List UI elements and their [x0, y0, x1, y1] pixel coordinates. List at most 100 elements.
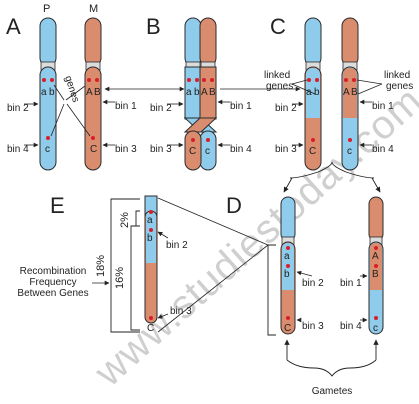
chromosome-maternal-a: [84, 17, 102, 171]
panel-label-d: D: [226, 193, 242, 218]
paternal-label: P: [43, 3, 50, 15]
watermark: www.studiestoday.com: [86, 78, 419, 395]
recombination-label: Between Genes: [17, 288, 88, 299]
gene-label-c: c: [45, 144, 50, 155]
gene-dot: [149, 316, 153, 320]
recombination-label: Frequency: [29, 277, 76, 288]
percentage-label-ab: 2%: [119, 212, 131, 228]
gene-label-A: A: [343, 87, 350, 98]
bin-label: bin 4: [372, 144, 394, 155]
bin-label: bin 4: [230, 144, 252, 155]
gene-label-a: a: [147, 215, 153, 226]
bin-label: bin 2: [302, 278, 324, 289]
gene-label-b: b: [284, 269, 290, 280]
gene-label-C: C: [284, 323, 291, 334]
linked-genes-label: genes: [386, 81, 413, 92]
linked-genes-callout-right: linked genes: [356, 70, 413, 95]
bin-label: bin 3: [115, 144, 137, 155]
gene-dot: [352, 78, 356, 82]
bin-label: bin 4: [7, 144, 29, 155]
recombination-label: Recombination: [20, 266, 87, 277]
bin-label: bin 4: [340, 321, 362, 332]
bin-label: bin 2: [150, 103, 172, 114]
gene-label-C: C: [90, 144, 97, 155]
gene-dot: [210, 78, 214, 82]
gene-label-b: b: [49, 87, 55, 98]
gene-label-C: C: [147, 323, 154, 334]
gene-dot: [46, 136, 50, 140]
linked-genes-label: linked: [264, 70, 290, 81]
genes-callout: genes: [50, 75, 91, 137]
gene-label-b: b: [314, 87, 320, 98]
gene-label-B: B: [372, 269, 379, 280]
gene-dot: [286, 316, 290, 320]
gene-dot: [348, 138, 352, 142]
gene-dot: [286, 246, 290, 250]
chromosome-paternal-a: [39, 17, 57, 171]
gene-dot: [374, 246, 378, 250]
bin-label: bin 2: [166, 240, 188, 251]
gene-dot: [50, 78, 54, 82]
gene-label-a: a: [306, 87, 312, 98]
gene-label-C: C: [309, 146, 316, 157]
gene-dot: [374, 264, 378, 268]
gene-dot: [202, 78, 206, 82]
zoom-line: [157, 197, 269, 246]
chromosome-map-e: [144, 195, 158, 324]
bin-label: bin 3: [150, 144, 172, 155]
gene-label-b: b: [147, 233, 153, 244]
gametes-label: Gametes: [312, 386, 353, 397]
panel-label-e: E: [50, 193, 65, 218]
gene-label-B: B: [351, 87, 358, 98]
gene-dot: [195, 78, 199, 82]
bin-label: bin 2: [7, 103, 29, 114]
zoom-line: [157, 244, 269, 333]
panel-label-b: B: [146, 14, 161, 39]
gene-dot: [95, 78, 99, 82]
gene-dot: [311, 138, 315, 142]
gene-dot: [42, 78, 46, 82]
gene-dot: [344, 78, 348, 82]
linked-genes-callout-left: linked genes: [264, 70, 316, 95]
percentage-label-bc: 16%: [114, 267, 126, 289]
gene-dot: [87, 78, 91, 82]
gene-label-c: c: [373, 323, 378, 334]
gene-dot: [374, 316, 378, 320]
bin-label: bin 1: [340, 278, 362, 289]
bin-label: bin 3: [302, 321, 324, 332]
gene-label-A: A: [372, 251, 379, 262]
bin-label: bin 2: [275, 103, 297, 114]
panel-label-a: A: [6, 14, 21, 39]
gene-dot: [315, 78, 319, 82]
gene-dot: [191, 138, 195, 142]
panel-label-c: C: [270, 14, 286, 39]
bracket-d: [267, 244, 276, 336]
bin-label: bin 3: [170, 306, 192, 317]
linked-genes-label: linked: [384, 70, 410, 81]
gametes-bracket: [284, 339, 379, 377]
gene-label-C: C: [189, 146, 196, 157]
linked-genes-label: genes: [266, 81, 293, 92]
gene-label-a: a: [186, 87, 192, 98]
bin-label: bin 1: [115, 101, 137, 112]
gene-dot: [149, 210, 153, 214]
bin-label: bin 1: [372, 101, 394, 112]
bin-label: bin 3: [275, 144, 297, 155]
bracket-c-to-d: [283, 161, 381, 193]
gene-label-c: c: [347, 146, 352, 157]
gene-dot: [206, 138, 210, 142]
gene-label-A: A: [86, 87, 93, 98]
maternal-label: M: [89, 3, 98, 15]
gene-dot: [307, 78, 311, 82]
bin-label: bin 1: [230, 101, 252, 112]
gene-label-B: B: [94, 87, 101, 98]
gene-label-A: A: [201, 87, 208, 98]
percentage-label-ac: 18%: [95, 255, 107, 277]
gene-dot: [91, 136, 95, 140]
gene-label-b: b: [194, 87, 200, 98]
gene-label-B: B: [209, 87, 216, 98]
gene-dot: [286, 264, 290, 268]
gene-dot: [149, 228, 153, 232]
percentage-brackets: [110, 198, 140, 333]
